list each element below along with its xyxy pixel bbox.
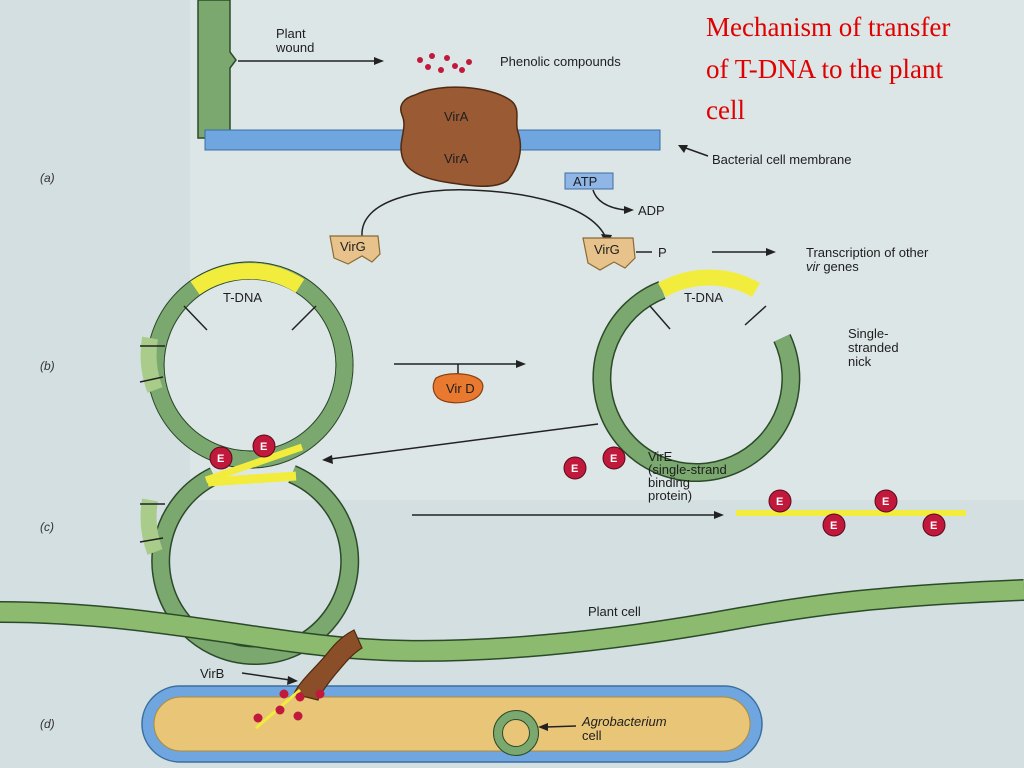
title-line-1: Mechanism of transfer bbox=[706, 12, 950, 42]
tdna-label-left: T-DNA bbox=[223, 290, 262, 305]
panel-c: E E E E VirE (single-strand binding prot… bbox=[139, 423, 966, 666]
t-strand-vire-2-label: E bbox=[882, 496, 889, 508]
plasmid-left-light-segment bbox=[140, 336, 163, 393]
nick-label-2: stranded bbox=[848, 340, 899, 355]
tdna-right-border-2 bbox=[744, 305, 767, 326]
atp-box bbox=[564, 172, 614, 190]
t-strand-vire-2 bbox=[874, 489, 898, 513]
phenolic-label: Phenolic compounds bbox=[500, 54, 621, 69]
tdna-left-border-2 bbox=[291, 305, 317, 331]
virb-arrow-head bbox=[287, 676, 298, 685]
membrane-pointer-head bbox=[678, 145, 688, 153]
t-strand-vire-1-label: E bbox=[776, 496, 783, 508]
plasmid-c-ring bbox=[152, 466, 358, 664]
plant-cell-label: Plant cell bbox=[588, 604, 641, 619]
tdna-left-border-1 bbox=[183, 305, 208, 331]
adp-arrow bbox=[592, 189, 627, 211]
panel-a: Plant wound Phenolic compounds Bacterial… bbox=[197, 0, 929, 274]
vire-binding-arrow bbox=[329, 423, 599, 460]
plant-cell-wall bbox=[0, 580, 1024, 661]
vire-free-2 bbox=[602, 446, 626, 470]
t-strand-vire-3 bbox=[822, 513, 846, 537]
transcription-arrow-head bbox=[766, 248, 776, 256]
plant-wound-stem bbox=[197, 0, 237, 139]
t-strand-vire-4 bbox=[922, 513, 946, 537]
vira-bottom-label: VirA bbox=[444, 151, 469, 166]
wound-arrow-head bbox=[374, 57, 384, 65]
transcription-label-1: Transcription of other bbox=[806, 245, 929, 260]
panel-b: T-DNA Vir D T-DNA Single- stranded nick bbox=[139, 261, 899, 482]
title-line-3: cell bbox=[706, 95, 745, 125]
title-line-2: of T-DNA to the plant bbox=[706, 54, 943, 84]
virg-phosphorylated bbox=[582, 237, 636, 271]
transcription-label-2: vir genes bbox=[806, 259, 859, 274]
vire-binding-arrow-head bbox=[322, 455, 333, 464]
plasmid-left-tick-2 bbox=[139, 376, 164, 383]
ti-plasmid-small bbox=[494, 711, 538, 755]
plant-wound-label-2: wound bbox=[275, 40, 314, 55]
agrobacterium-label-1: Agrobacterium bbox=[581, 714, 667, 729]
panel-d: Plant cell VirB Agrobacterium cell bbox=[0, 579, 1024, 763]
vire-free-1 bbox=[563, 456, 587, 480]
tdna-right-border-1 bbox=[649, 305, 671, 330]
agrobacterium-label-2: cell bbox=[582, 728, 602, 743]
nick-label-1: Single- bbox=[848, 326, 888, 341]
vird-label: Vir D bbox=[446, 381, 475, 396]
t-strand-vire-4-label: E bbox=[930, 520, 937, 532]
agrobacterium-pointer bbox=[545, 725, 577, 728]
plant-wound-label-1: Plant bbox=[276, 26, 306, 41]
vird-arrow-head bbox=[516, 360, 526, 368]
atp-label: ATP bbox=[573, 174, 597, 189]
tdna-segment-left bbox=[190, 263, 305, 295]
panel-label-b: (b) bbox=[40, 359, 55, 373]
panel-label-d: (d) bbox=[40, 717, 55, 731]
plasmid-right-ring bbox=[593, 282, 799, 481]
vird-protein bbox=[432, 373, 484, 404]
phosphate-label: P bbox=[658, 245, 667, 260]
plasmid-c-light-segment bbox=[140, 498, 163, 555]
virb-arrow bbox=[241, 672, 291, 681]
tdna-label-right: T-DNA bbox=[684, 290, 723, 305]
virb-label: VirB bbox=[200, 666, 224, 681]
adp-label: ADP bbox=[638, 203, 665, 218]
vire-label-4: protein) bbox=[648, 488, 692, 503]
panel-label-a: (a) bbox=[40, 171, 55, 185]
agrobacterium-cytoplasm bbox=[153, 696, 751, 752]
membrane-label: Bacterial cell membrane bbox=[712, 152, 851, 167]
t-strand-vire-3-label: E bbox=[830, 520, 837, 532]
virb-channel bbox=[293, 629, 363, 701]
title: Mechanism of transfer of T-DNA to the pl… bbox=[706, 12, 950, 125]
vire-free-1-label: E bbox=[571, 463, 578, 475]
t-strand-vire-1 bbox=[768, 489, 792, 513]
adp-arrow-head bbox=[624, 206, 634, 214]
vire-bound-2 bbox=[252, 434, 276, 458]
nick-label-3: nick bbox=[848, 354, 872, 369]
tstrand-arrow-head bbox=[714, 511, 724, 519]
vire-bound-1 bbox=[209, 446, 233, 470]
vire-free-2-label: E bbox=[610, 453, 617, 465]
t-complex-vire-dots bbox=[253, 689, 325, 723]
vire-label-3: binding bbox=[648, 475, 690, 490]
tdna-segment-right bbox=[658, 269, 760, 298]
tdna-gap-strand bbox=[207, 471, 297, 487]
vire-bound-2-label: E bbox=[260, 441, 267, 453]
plasmid-c-tick-2 bbox=[139, 537, 164, 543]
vire-label-1: VirE bbox=[648, 449, 673, 464]
virg-protein bbox=[329, 235, 381, 265]
phosphorylation-arrow bbox=[361, 189, 607, 239]
phenolic-dots bbox=[417, 53, 472, 73]
vira-protein bbox=[400, 86, 522, 188]
agrobacterium-pointer-head bbox=[538, 723, 548, 731]
vira-top-label: VirA bbox=[444, 109, 469, 124]
vire-label-2: (single-strand bbox=[648, 462, 727, 477]
virg-p-label: VirG bbox=[594, 242, 620, 257]
displaced-tdna-strand bbox=[204, 443, 304, 484]
vire-bound-1-label: E bbox=[217, 453, 224, 465]
panel-label-c: (c) bbox=[40, 520, 54, 534]
virg-label: VirG bbox=[340, 239, 366, 254]
